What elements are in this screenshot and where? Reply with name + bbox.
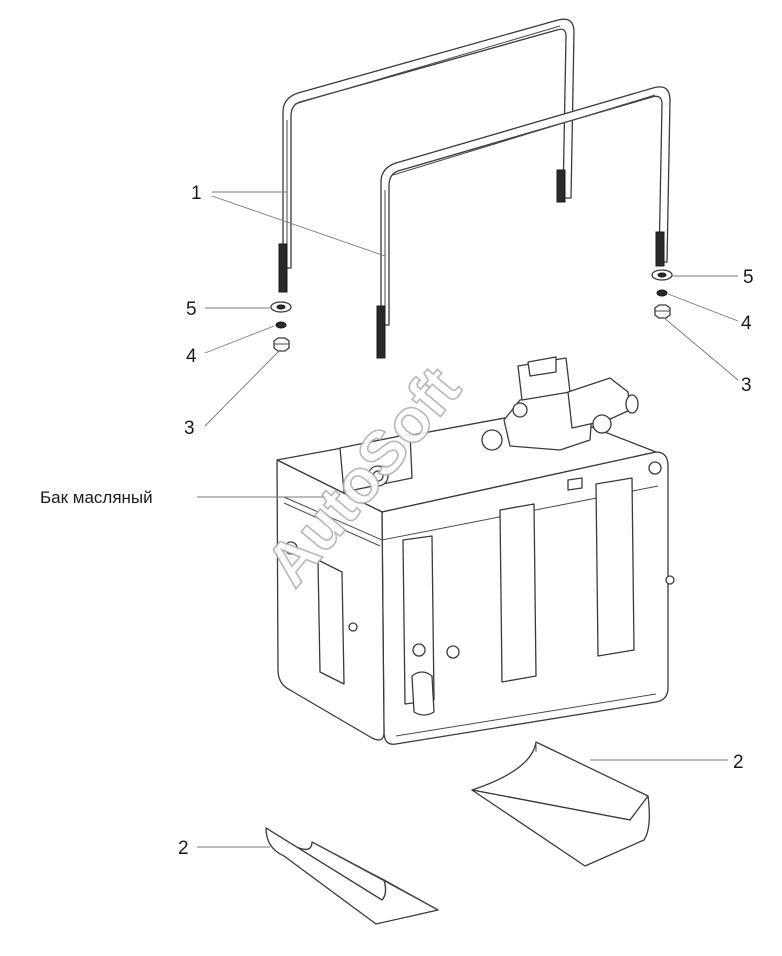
strap-front: [376, 86, 671, 359]
oil-tank-label: Бак масляный: [40, 488, 153, 507]
support-pad-right: [471, 741, 650, 867]
washer-right: [651, 269, 673, 281]
support-pad-left: [265, 827, 439, 925]
callout-2-right: 2: [733, 752, 744, 773]
callout-1: 1: [191, 183, 202, 204]
callout-4-left: 4: [186, 346, 197, 367]
lock-washer-left: [275, 321, 287, 329]
strap-rear: [278, 18, 575, 293]
callout-3-left: 3: [184, 418, 195, 439]
washer-left: [270, 301, 292, 313]
nut-left: [273, 337, 290, 352]
callout-2-left: 2: [178, 838, 189, 859]
nut-right: [654, 304, 671, 319]
callout-5-left: 5: [186, 299, 197, 320]
oil-tank: [276, 356, 675, 745]
callout-5-right: 5: [743, 267, 754, 288]
leader-lines: [197, 191, 739, 848]
callout-4-right: 4: [741, 313, 752, 334]
callout-3-right: 3: [741, 375, 752, 396]
lock-washer-right: [656, 289, 668, 297]
